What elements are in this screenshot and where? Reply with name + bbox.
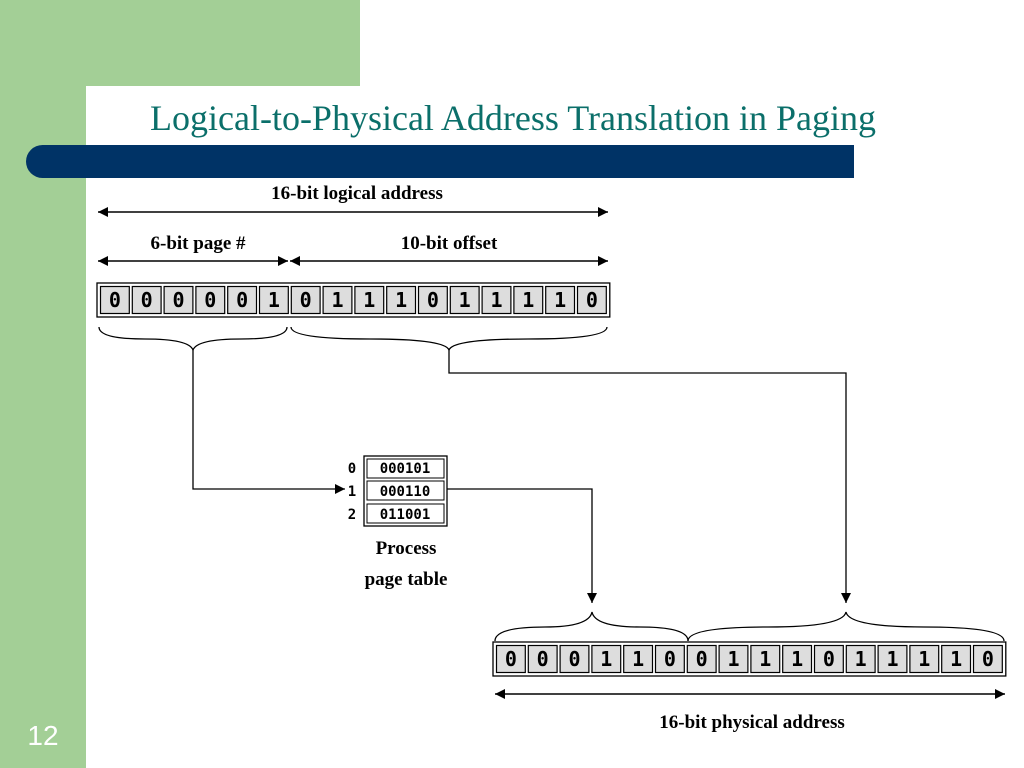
bit-value: 1 [490,288,502,312]
bit-cell [782,644,813,674]
bit-cell [258,285,289,315]
bit-value: 1 [600,647,612,671]
bit-value: 0 [427,288,439,312]
bit-value: 1 [522,288,534,312]
bit-cell [481,285,512,315]
bit-cell [495,644,526,674]
page-table-index: 1 [348,484,356,500]
bit-cell [417,285,448,315]
bit-value: 0 [141,288,153,312]
bit-cell [131,285,162,315]
bit-cell [654,644,685,674]
bit-cell [386,285,417,315]
bit-cell [354,285,385,315]
bit-value: 0 [586,288,598,312]
slide-title: Logical-to-Physical Address Translation … [150,98,876,138]
page-number-to-table-arrow [192,350,345,494]
bit-value: 0 [505,647,517,671]
page-table-index: 0 [348,461,356,477]
bit-cell [449,285,480,315]
page-table-frame: 000110 [380,484,431,500]
physical-offset-brace [687,611,1005,642]
bit-value: 1 [727,647,739,671]
bit-cell [322,285,353,315]
frame-number-brace [494,611,689,642]
logical-address-label: 16-bit logical address [271,183,443,204]
bit-value: 1 [363,288,375,312]
bit-value: 1 [950,647,962,671]
bit-value: 0 [300,288,312,312]
bit-value: 1 [459,288,471,312]
bit-cell [877,644,908,674]
background-left-band [0,0,86,768]
bit-cell [227,285,258,315]
page-number-brace [98,326,288,352]
bit-value: 1 [855,647,867,671]
bit-cell [972,644,1003,674]
bit-cell [576,285,607,315]
bit-value: 0 [236,288,248,312]
title-underline-bar [26,145,854,178]
page-table-caption-line2: page table [365,569,448,590]
bit-cell [527,644,558,674]
bit-value: 1 [395,288,407,312]
page-table-index: 2 [348,507,356,523]
bit-value: 0 [982,647,994,671]
bit-cell [718,644,749,674]
bit-value: 1 [554,288,566,312]
bit-value: 1 [791,647,803,671]
slide-number: 12 [27,720,59,751]
bit-value: 0 [172,288,184,312]
bit-cell [545,285,576,315]
background-top-band [0,0,360,86]
bit-cell [941,644,972,674]
offset-to-physical-arrow [448,350,851,603]
bit-value: 0 [664,647,676,671]
bit-value: 0 [696,647,708,671]
process-page-table: 0 1 2 000101 000110 011001 [348,455,448,527]
bit-cell [163,285,194,315]
offset-label: 10-bit offset [401,233,498,254]
frame-to-physical-arrow [447,488,597,603]
bit-value: 0 [109,288,121,312]
page-table-caption-line1: Process [376,538,437,559]
bit-cell [99,285,130,315]
bit-value: 1 [886,647,898,671]
bit-cell [195,285,226,315]
bit-value: 1 [918,647,930,671]
bit-value: 0 [537,647,549,671]
bit-cell [686,644,717,674]
physical-address-label: 16-bit physical address [659,712,844,733]
bit-cell [845,644,876,674]
offset-brace [290,326,608,352]
bit-value: 0 [568,647,580,671]
page-number-label: 6-bit page # [151,233,247,254]
bit-cell [591,644,622,674]
bit-cell [813,644,844,674]
bit-cell [623,644,654,674]
bit-value: 0 [823,647,835,671]
bit-value: 1 [632,647,644,671]
bit-cell [290,285,321,315]
bit-cell [513,285,544,315]
bit-value: 1 [268,288,280,312]
bit-cell [909,644,940,674]
bit-value: 1 [759,647,771,671]
page-table-frame: 011001 [380,507,431,523]
page-table-frame: 000101 [380,461,431,477]
bit-cell [559,644,590,674]
bit-cell [750,644,781,674]
bit-value: 1 [331,288,343,312]
bit-value: 0 [204,288,216,312]
